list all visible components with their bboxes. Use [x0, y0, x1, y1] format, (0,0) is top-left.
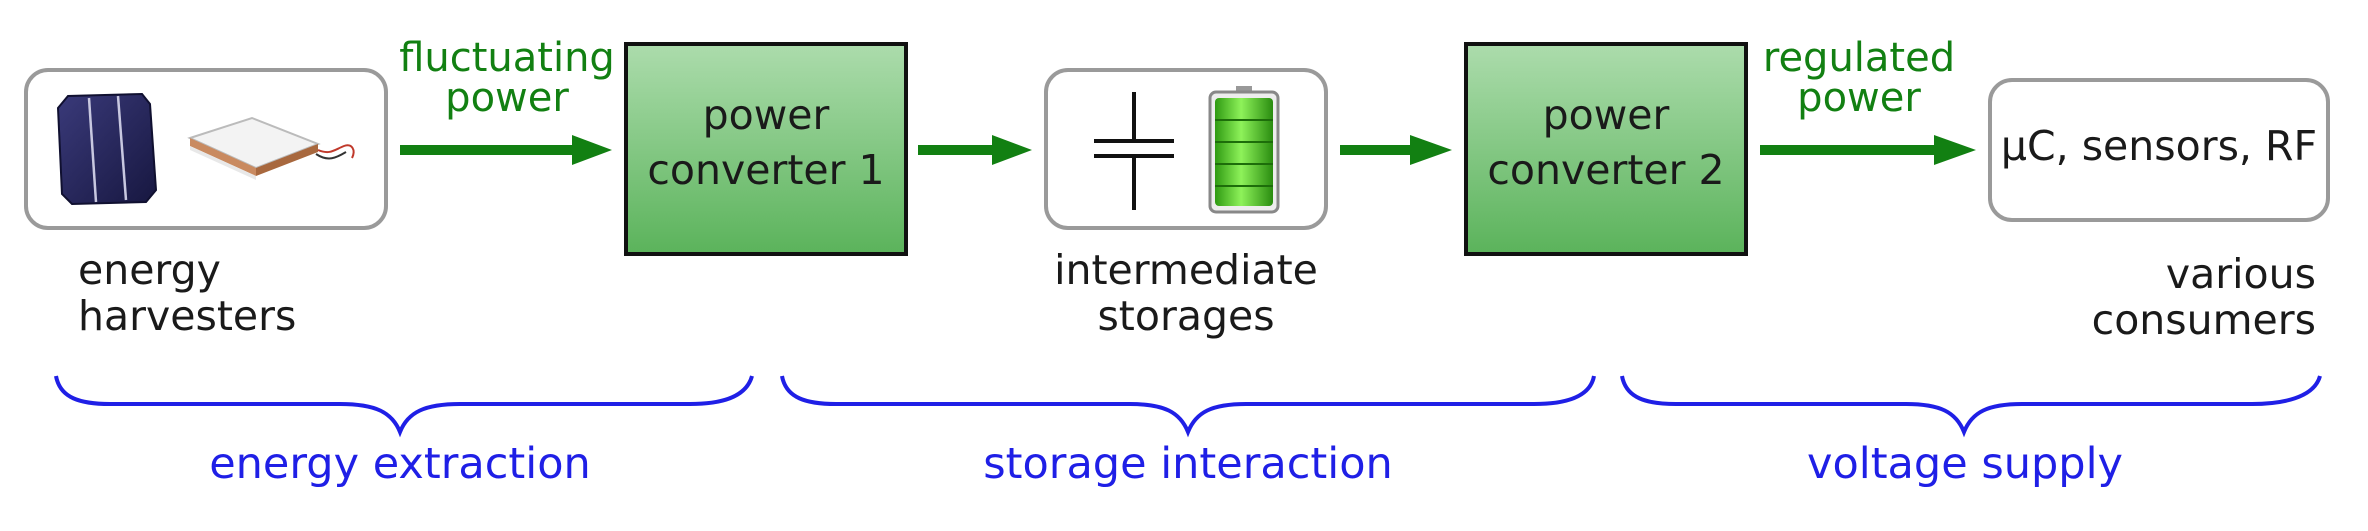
power-converter-2-box	[1464, 42, 1748, 256]
harvesters-line2: harvesters	[78, 291, 297, 340]
solar-cell-icon	[56, 92, 158, 206]
consumers-line1: various	[2165, 250, 2316, 298]
arrow-converter1-to-storage	[918, 135, 1032, 165]
converter-2-line2: converter 2	[1487, 146, 1725, 195]
converter-1-line2: converter 1	[647, 146, 885, 195]
harvesters-line1: energy	[78, 246, 221, 294]
storages-line1: intermediate	[1054, 246, 1318, 294]
thermoelectric-module-icon	[187, 116, 355, 180]
regulated-line1: regulated	[1762, 35, 1956, 81]
regulated-line2: power	[1797, 75, 1921, 121]
brace-storage-interaction	[780, 375, 1596, 438]
stage-voltage-supply: voltage supply	[1807, 439, 2123, 489]
capacitor-icon	[1094, 92, 1174, 210]
storage-box	[1044, 68, 1328, 230]
consumers-caption: various consumers	[2010, 250, 2316, 344]
fluctuating-line2: power	[445, 75, 569, 121]
stage-storage-interaction: storage interaction	[983, 439, 1393, 489]
brace-energy-extraction	[54, 375, 754, 438]
converter-2-label: power converter 2	[1466, 88, 1746, 199]
consumer-box	[1988, 78, 2330, 222]
fluctuating-line1: fluctuating	[399, 35, 615, 81]
harvesters-caption: energy harvesters	[78, 246, 297, 340]
brace-voltage-supply	[1620, 375, 2322, 438]
storages-caption: intermediate storages	[1036, 246, 1336, 340]
converter-1-line1: power	[702, 91, 830, 139]
arrow-storage-to-converter2	[1340, 135, 1452, 165]
converter-1-label: power converter 1	[626, 88, 906, 199]
stage-energy-extraction: energy extraction	[209, 439, 591, 489]
fluctuating-power-label: fluctuating power	[382, 38, 632, 118]
converter-2-line1: power	[1542, 91, 1670, 139]
consumers-line2: consumers	[2091, 295, 2316, 344]
storages-line2: storages	[1097, 291, 1275, 340]
power-converter-1-box	[624, 42, 908, 256]
arrow-converter2-to-consumers	[1760, 135, 1976, 165]
battery-icon	[1208, 86, 1280, 214]
regulated-power-label: regulated power	[1746, 38, 1972, 118]
arrow-harvester-to-converter1	[400, 135, 612, 165]
consumer-box-label: µC, sensors, RF	[2000, 122, 2318, 170]
